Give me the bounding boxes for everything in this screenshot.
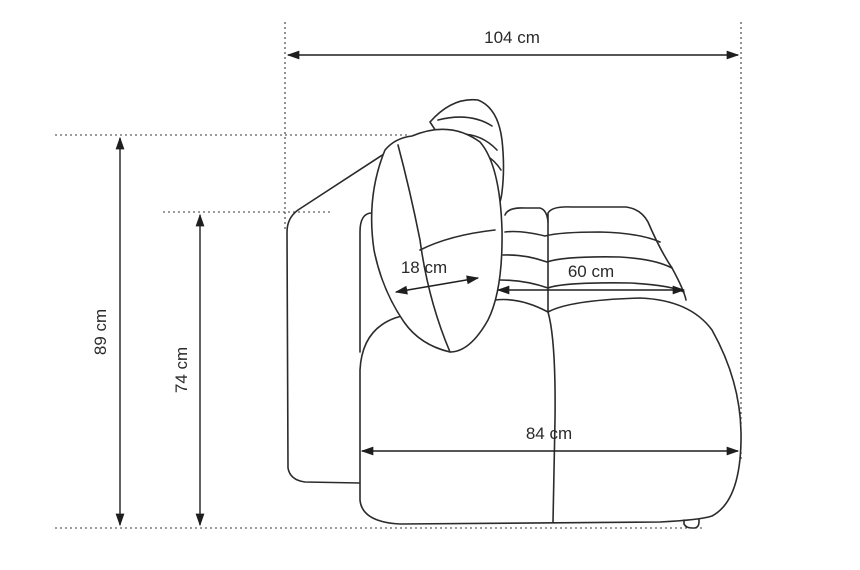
sofa-foot bbox=[683, 518, 700, 529]
label-back-height: 74 cm bbox=[172, 347, 191, 393]
label-base-depth: 84 cm bbox=[526, 424, 572, 443]
back-cushion bbox=[370, 128, 503, 353]
label-total-depth: 104 cm bbox=[484, 28, 540, 47]
sofa-base-seam bbox=[547, 311, 556, 523]
sofa-base bbox=[359, 297, 742, 525]
back-cushion-fold bbox=[419, 229, 496, 251]
label-cushion-thickness: 18 cm bbox=[401, 258, 447, 277]
sofa-back-frame bbox=[286, 136, 411, 484]
dimension-labels: 104 cm 89 cm 74 cm 18 cm 60 cm 84 cm bbox=[91, 28, 614, 443]
label-total-height: 89 cm bbox=[91, 309, 110, 355]
sofa-back-inner bbox=[359, 212, 373, 353]
guide-lines bbox=[55, 22, 742, 529]
dimension-lines bbox=[115, 50, 740, 527]
label-seat-depth: 60 cm bbox=[568, 262, 614, 281]
seat-row-line-2 bbox=[502, 254, 673, 269]
back-cushion-inner bbox=[397, 144, 451, 353]
seat-row-line-1 bbox=[504, 230, 661, 243]
sofa-outline bbox=[286, 98, 742, 529]
dim-line-cushion-thickness bbox=[394, 275, 480, 295]
